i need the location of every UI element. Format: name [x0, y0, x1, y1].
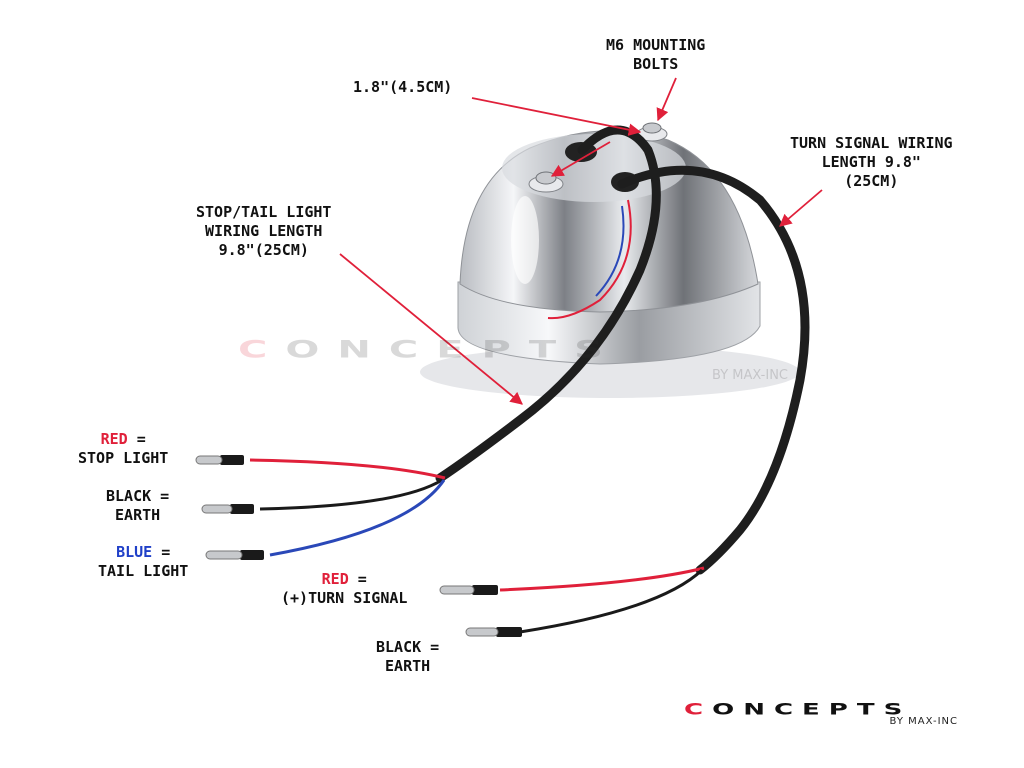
connector-earth-left [201, 504, 254, 514]
arrow-stop-wiring [339, 253, 523, 405]
label-red-turn-signal: RED = (+)TURN SIGNAL [281, 570, 408, 607]
connector-stop [195, 455, 244, 465]
label-turn-signal-wiring: TURN SIGNAL WIRING LENGTH 9.8" (25CM) [790, 134, 953, 190]
wire-blue-tail [269, 479, 446, 557]
housing-shadow [420, 346, 800, 398]
inner-wire-red [547, 199, 632, 320]
label-red-stop-light: RED = STOP LIGHT [78, 430, 169, 467]
stop-tail-cable [435, 125, 661, 483]
arrow-spacing-b [550, 141, 611, 177]
label-stop-tail-wiring: STOP/TAIL LIGHT WIRING LENGTH 9.8"(25CM) [196, 203, 332, 259]
concepts-watermark: CONCEPTS BY MAX-INC [238, 336, 788, 383]
wire-red-stop [249, 458, 446, 480]
connector-turn [439, 585, 498, 595]
wire-black-earth-left [259, 478, 443, 511]
wire-red-turn [499, 566, 705, 592]
label-mounting-bolts: M6 MOUNTING BOLTS [606, 36, 706, 73]
label-black-earth-right: BLACK = EARTH [376, 638, 440, 675]
chrome-housing [457, 130, 761, 365]
label-black-earth-left: BLACK = EARTH [106, 487, 170, 524]
turn-signal-cable [617, 165, 810, 575]
arrow-bolts [656, 77, 677, 122]
mounting-bolt-left [528, 171, 564, 193]
connector-earth-right [465, 627, 522, 637]
label-bolt-spacing: 1.8"(4.5CM) [353, 78, 453, 96]
label-blue-tail-light: BLUE = TAIL LIGHT [98, 543, 189, 580]
concepts-logo: CONCEPTS BY MAX-INC [684, 700, 958, 727]
arrow-turn-wiring [779, 189, 823, 227]
arrow-spacing-a [471, 97, 642, 136]
inner-wire-blue [595, 205, 625, 297]
wire-black-earth-right [519, 568, 704, 634]
connector-tail [205, 550, 264, 560]
housing-reflection [511, 196, 539, 284]
